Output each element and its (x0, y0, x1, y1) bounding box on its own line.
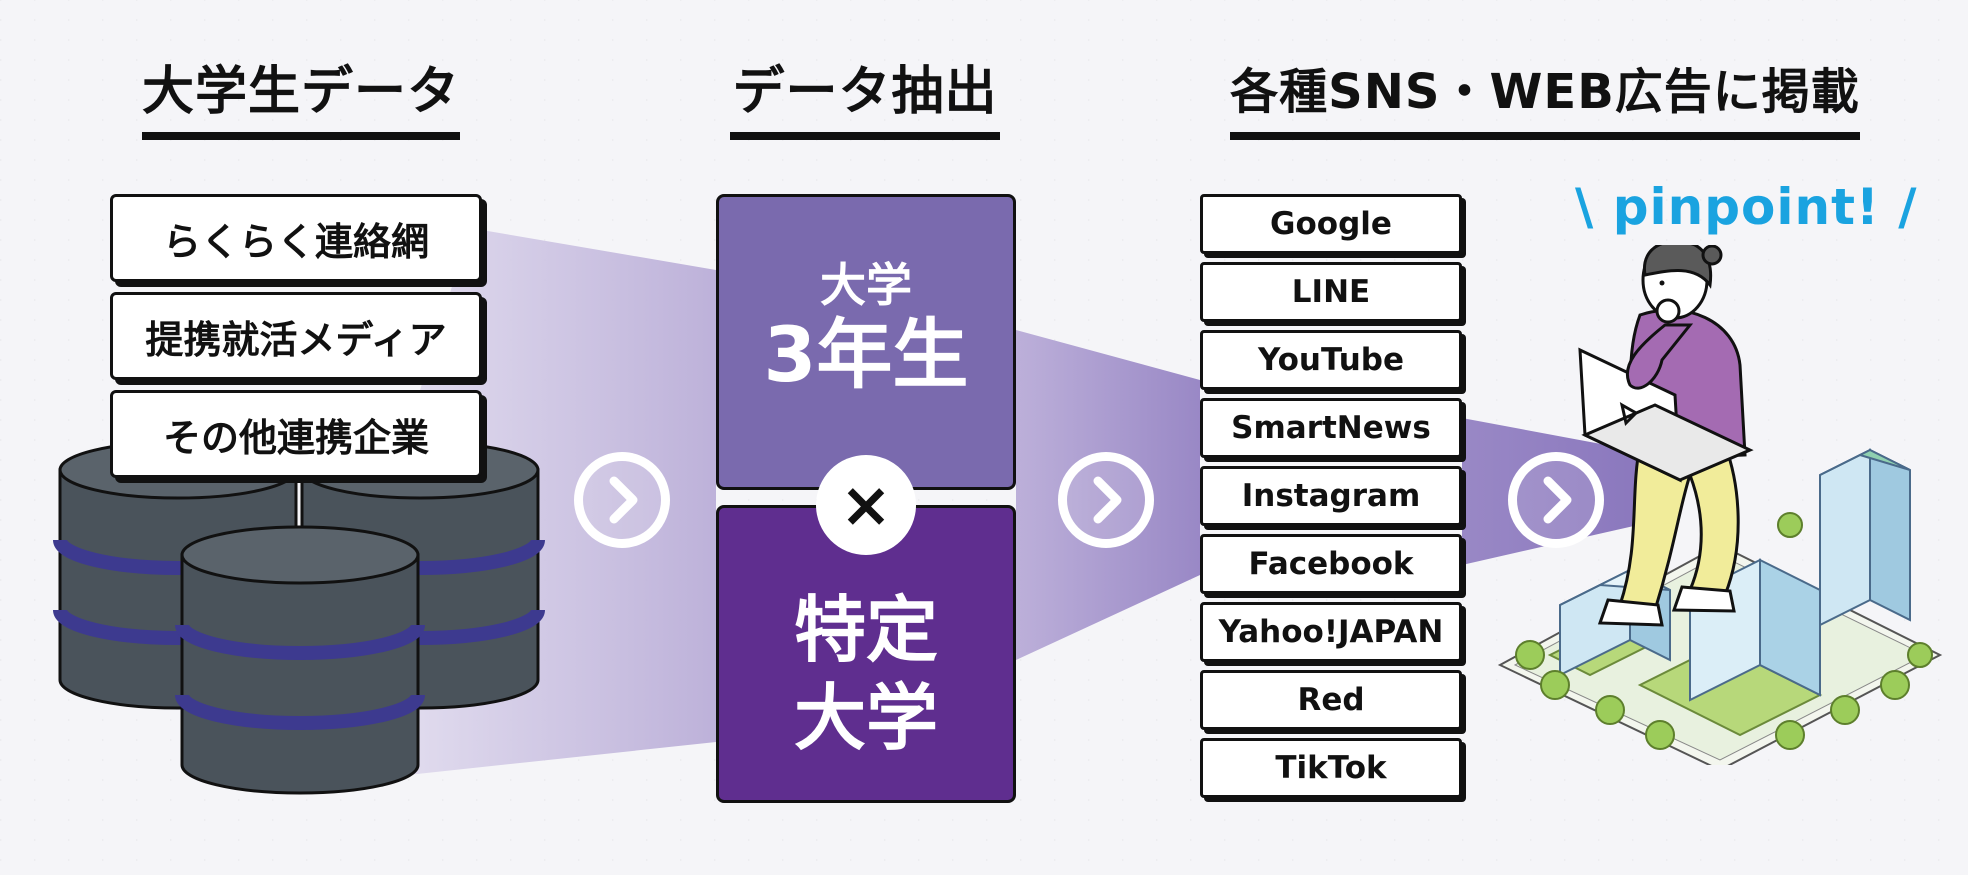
source-box-1: らくらく連絡網 (110, 194, 482, 282)
person-hand (1655, 298, 1681, 324)
slash-right-icon: / (1898, 178, 1918, 236)
filter-grade-line2: 3年生 (763, 310, 969, 399)
database-icon (53, 440, 545, 795)
platform-facebook: Facebook (1200, 534, 1462, 594)
filter-university-line2: 大学 (793, 676, 938, 760)
platform-smartnews: SmartNews (1200, 398, 1462, 458)
platform-red: Red (1200, 670, 1462, 730)
heading-student-data: 大学生データ (142, 52, 460, 140)
laptop (1578, 347, 1754, 483)
platform-yahoo-japan: Yahoo!JAPAN (1200, 602, 1462, 662)
platform-google: Google (1200, 194, 1462, 254)
source-box-3: その他連携企業 (110, 390, 482, 478)
cross-icon: × (840, 468, 892, 541)
slash-left-icon: \ (1575, 178, 1595, 236)
cross-badge: × (816, 455, 916, 555)
db-cylinder-front (175, 525, 425, 795)
filter-box-grade: 大学 3年生 (716, 194, 1016, 490)
arrow-2 (1058, 452, 1154, 548)
source-box-2: 提携就活メディア (110, 292, 482, 380)
heading-placement: 各種SNS・WEB広告に掲載 (1230, 52, 1860, 140)
platform-youtube: YouTube (1200, 330, 1462, 390)
person-shoe-right (1671, 585, 1736, 613)
chevron-right-icon (609, 476, 638, 524)
person-with-laptop-icon (1497, 245, 1943, 765)
heading-extraction: データ抽出 (730, 52, 1000, 140)
arrow-3 (1508, 452, 1604, 548)
pinpoint-text: pinpoint! (1612, 178, 1880, 236)
platform-instagram: Instagram (1200, 466, 1462, 526)
platform-tiktok: TikTok (1200, 738, 1462, 798)
person-shoe-left (1597, 598, 1664, 627)
platform-line: LINE (1200, 262, 1462, 322)
building-right (1819, 448, 1911, 627)
trees (1515, 512, 1933, 750)
filter-university-line1: 特定 (793, 588, 938, 672)
chevron-right-icon (1093, 476, 1122, 524)
filter-grade-line1: 大学 (820, 258, 912, 312)
person-arm (1625, 323, 1694, 390)
chevron-right-icon (1543, 476, 1572, 524)
arrow-1 (574, 452, 670, 548)
pinpoint-label: \ pinpoint! / (1575, 178, 1916, 248)
